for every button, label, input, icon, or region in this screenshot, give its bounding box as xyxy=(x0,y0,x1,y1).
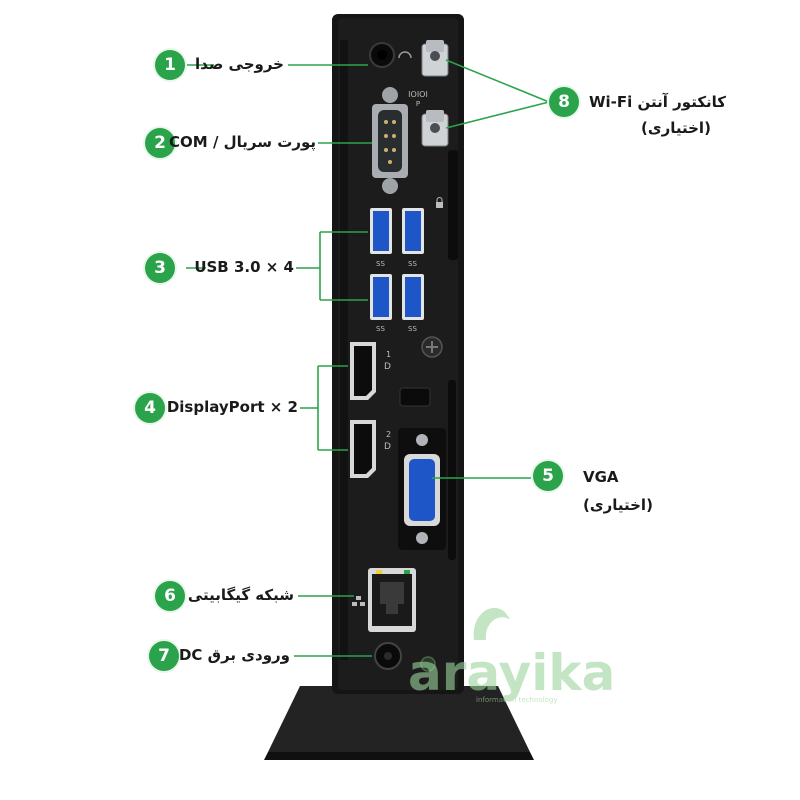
stand xyxy=(264,686,534,760)
dc-power-jack xyxy=(374,642,402,670)
callout-label-8: کانکتور آنتن Wi-Fi xyxy=(589,93,727,111)
callout-badge-5: 5 xyxy=(533,461,563,491)
wifi-connector-2 xyxy=(421,110,449,147)
watermark-brand: arayika xyxy=(408,644,615,702)
usb-mark-4: SS xyxy=(408,325,417,333)
callout-label-5: VGA xyxy=(583,468,619,486)
serial-port xyxy=(372,87,408,194)
callout-badge-3: 3 xyxy=(145,253,175,283)
vga-port xyxy=(398,428,446,550)
dp-num-2: 2 xyxy=(386,430,391,439)
callout-label-8-note: (اختیاری) xyxy=(641,119,711,137)
cable-clip xyxy=(399,387,431,407)
callout-label-4: DisplayPort × 2 xyxy=(166,398,298,416)
serial-mark: IOIOI xyxy=(408,90,428,99)
usb-port-2 xyxy=(402,208,424,254)
dp-num-1: 1 xyxy=(386,350,391,359)
usb-port-4 xyxy=(402,274,424,320)
usb-port-3 xyxy=(370,274,392,320)
watermark-logo: arayika information technology xyxy=(408,607,615,704)
usb-mark-3: SS xyxy=(376,325,385,333)
usb-mark-2: SS xyxy=(408,260,417,268)
dp-icon-1: D xyxy=(384,362,391,372)
callout-badge-1: 1 xyxy=(155,50,185,80)
leader-lines xyxy=(186,59,550,657)
usb-port-1 xyxy=(370,208,392,254)
serial-sub: P xyxy=(416,100,420,108)
power-led-icon xyxy=(420,656,436,672)
lock-icon xyxy=(436,197,443,208)
callout-label-2: پورت سریال / COM xyxy=(169,133,316,151)
audio-jack xyxy=(369,42,395,68)
callout-badge-2: 2 xyxy=(145,128,175,158)
callout-label-5-note: (اختیاری) xyxy=(583,496,653,514)
callout-label-7: ورودی برق DC xyxy=(178,646,290,664)
dp-icon-2: D xyxy=(384,442,391,452)
screw-icon xyxy=(421,336,443,358)
headphone-icon xyxy=(398,51,412,59)
ethernet-port xyxy=(368,568,416,632)
displayport-2 xyxy=(350,420,376,478)
callout-label-1: خروجی صدا xyxy=(195,55,284,73)
wifi-connector-1 xyxy=(421,40,449,77)
usb-mark-1: SS xyxy=(376,260,385,268)
displayport-1 xyxy=(350,342,376,400)
callout-badge-6: 6 xyxy=(155,581,185,611)
callout-label-6: شبکه گیگابیتی xyxy=(187,586,294,604)
callout-badge-7: 7 xyxy=(149,641,179,671)
callout-label-3: USB 3.0 × 4 xyxy=(194,258,294,276)
network-icon xyxy=(352,596,365,606)
callout-badge-8: 8 xyxy=(549,87,579,117)
callout-badge-4: 4 xyxy=(135,393,165,423)
watermark-tagline: information technology xyxy=(476,696,558,704)
